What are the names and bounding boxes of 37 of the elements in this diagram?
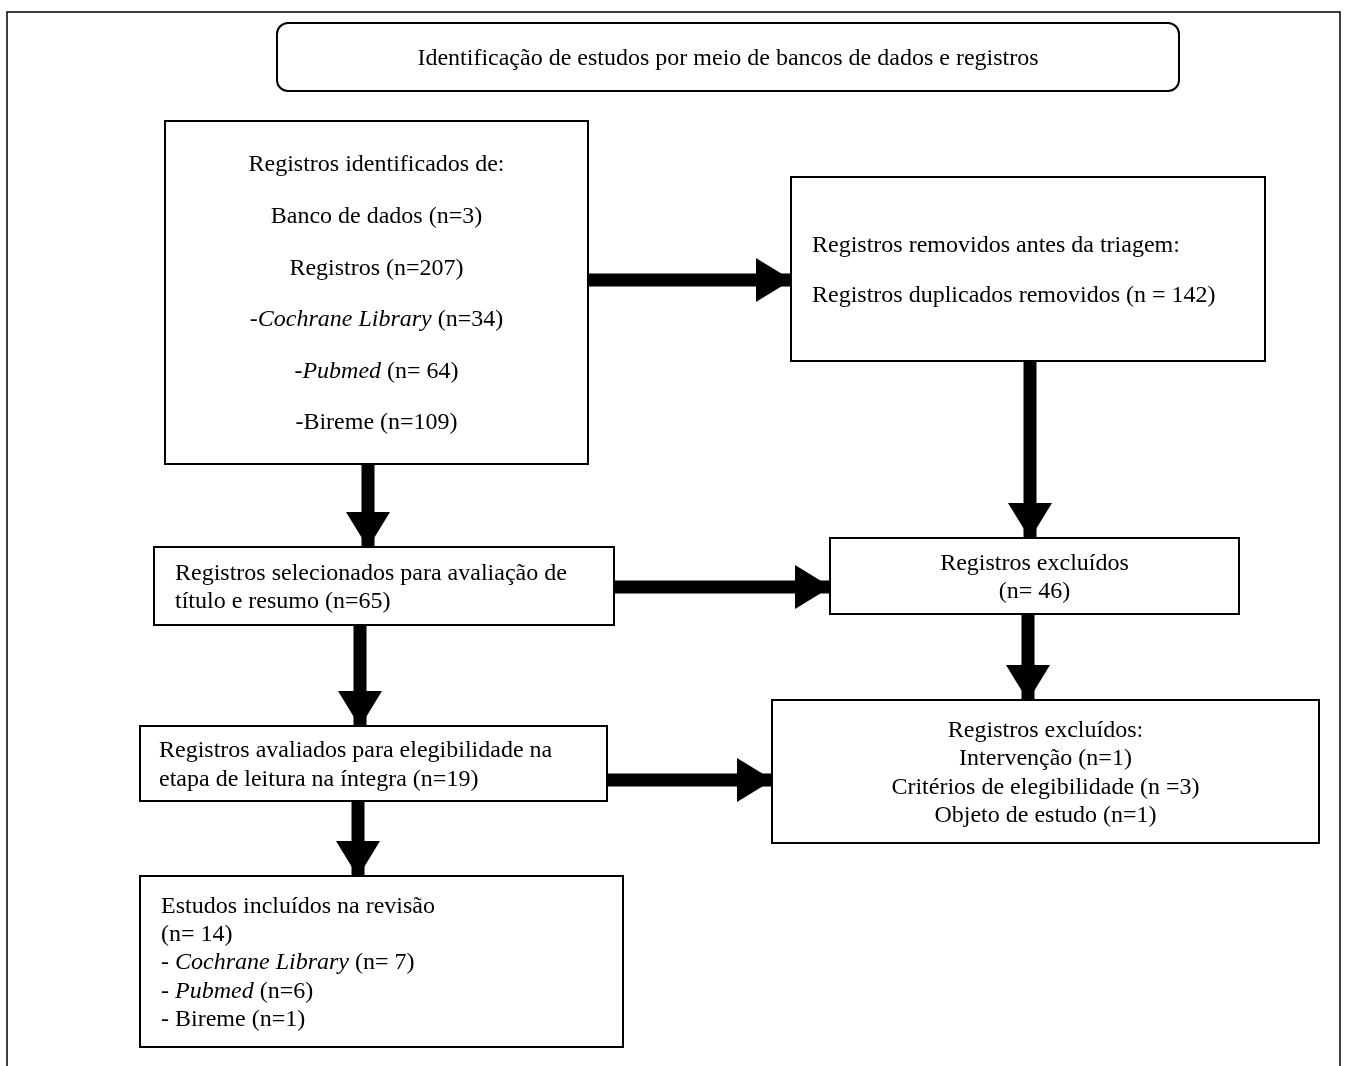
process-box: [771, 699, 1320, 844]
box-text: -Pubmed (n= 64): [293, 355, 460, 385]
box-text: Intervenção (n=1): [958, 743, 1133, 772]
box-heading: Registros selecionados para avaliação de título e resumo (n=65): [175, 557, 568, 615]
box-heading: Registros excluídos:: [946, 714, 1145, 744]
box-text: -Bireme (n=109): [294, 407, 459, 436]
box-heading: Registros identificados de:: [247, 149, 506, 178]
arrow: [336, 802, 380, 877]
arrow: [338, 626, 382, 727]
process-box: [139, 875, 624, 1048]
process-box: [790, 176, 1266, 362]
box-text: - Pubmed (n=6): [161, 975, 315, 1004]
arrow: [589, 258, 792, 302]
process-box: [164, 120, 589, 465]
box-heading: Registros removidos antes da triagem:: [812, 229, 1181, 258]
arrow: [615, 565, 831, 609]
arrow: [346, 465, 390, 548]
arrow: [608, 758, 773, 802]
process-box: [829, 537, 1240, 615]
header-box: [276, 22, 1180, 92]
process-box: [139, 725, 608, 802]
box-text: - Cochrane Library (n= 7): [161, 947, 416, 976]
box-text: Objeto de estudo (n=1): [933, 799, 1158, 829]
box-text: Registros duplicados removidos (n = 142): [812, 280, 1217, 309]
box-heading: Registros avaliados para elegibilidade na etapa de leitura na íntegra (n=19): [159, 735, 554, 792]
box-text: Registros (n=207): [288, 252, 465, 281]
box-text: Banco de dados (n=3): [269, 200, 484, 230]
box-heading: Estudos incluídos na revisão: [161, 890, 436, 920]
box-heading: Identificação de estudos por meio de bancos de dados e registros: [416, 42, 1040, 72]
box-text: -Cochrane Library (n=34): [248, 304, 505, 333]
box-text: Critérios de elegibilidade (n =3): [890, 771, 1201, 800]
box-text: (n= 14): [161, 919, 234, 948]
process-box: [153, 546, 615, 626]
box-text: - Bireme (n=1): [161, 1003, 307, 1033]
box-heading: Registros excluídos (n= 46): [939, 547, 1130, 605]
arrow: [1006, 615, 1050, 701]
arrow: [1008, 362, 1052, 539]
